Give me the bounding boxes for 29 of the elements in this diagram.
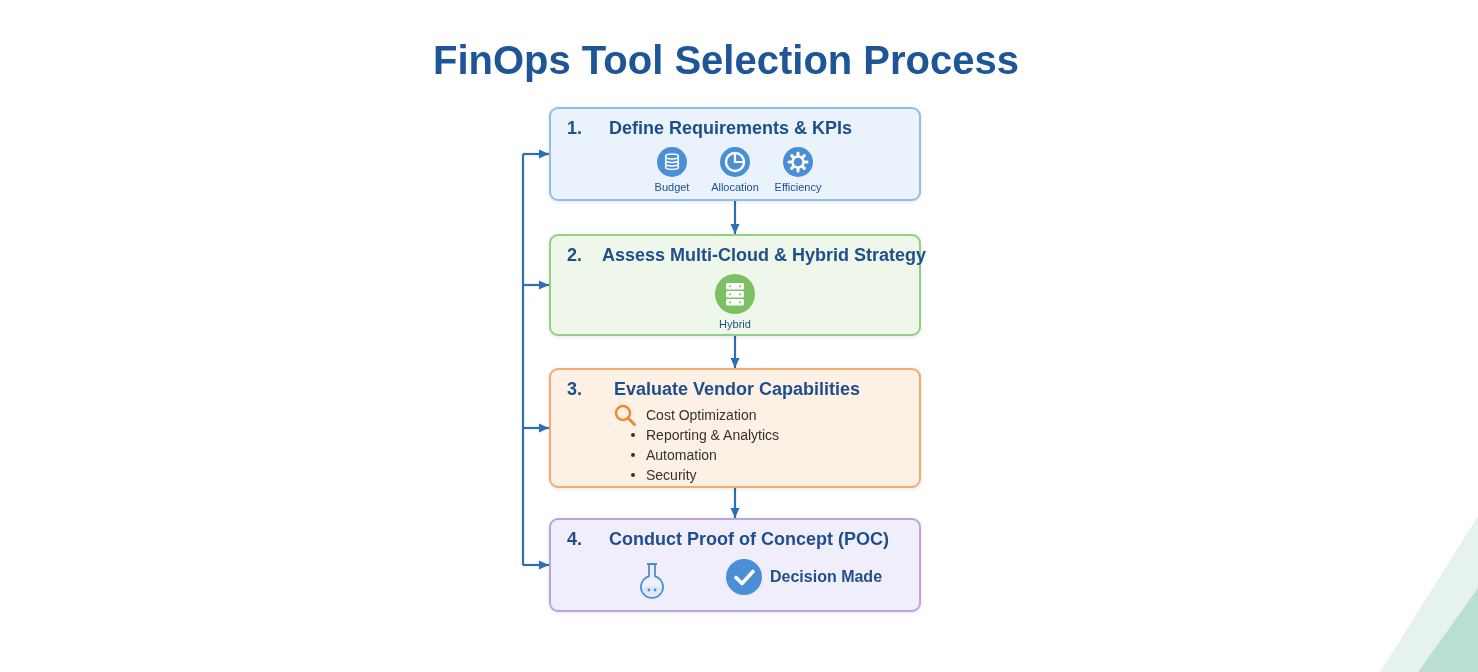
- step-number: 2.: [567, 244, 582, 266]
- diagram-title: FinOps Tool Selection Process: [432, 37, 1020, 84]
- status-label: Decision Made: [770, 567, 883, 587]
- arrow: [730, 488, 740, 518]
- list-item: Cost Optimization: [646, 406, 757, 424]
- step-number: 3.: [567, 378, 582, 400]
- list-item: Security: [631, 466, 697, 484]
- step-heading: Define Requirements & KPIs: [609, 117, 853, 139]
- arrow: [523, 149, 549, 159]
- arrow: [730, 336, 740, 368]
- icon-caption: Budget: [654, 180, 690, 194]
- process-box: [549, 368, 921, 488]
- arrow: [523, 560, 549, 570]
- icon-caption: Efficiency: [774, 180, 822, 194]
- arrow: [523, 280, 549, 290]
- process-box: [549, 107, 921, 201]
- arrow: [523, 423, 549, 433]
- step-heading: Conduct Proof of Concept (POC): [609, 528, 889, 550]
- step-number: 4.: [567, 528, 582, 550]
- process-box: [549, 518, 921, 612]
- icon-caption: Hybrid: [719, 317, 751, 331]
- list-item: Reporting & Analytics: [631, 426, 780, 444]
- step-heading: Evaluate Vendor Capabilities: [614, 378, 861, 400]
- arrow: [730, 201, 740, 234]
- step-heading: Assess Multi-Cloud & Hybrid Strategy: [602, 244, 927, 266]
- step-number: 1.: [567, 117, 582, 139]
- connector-line: [521, 154, 525, 565]
- icon-caption: Allocation: [711, 180, 759, 194]
- list-item: Automation: [631, 446, 717, 464]
